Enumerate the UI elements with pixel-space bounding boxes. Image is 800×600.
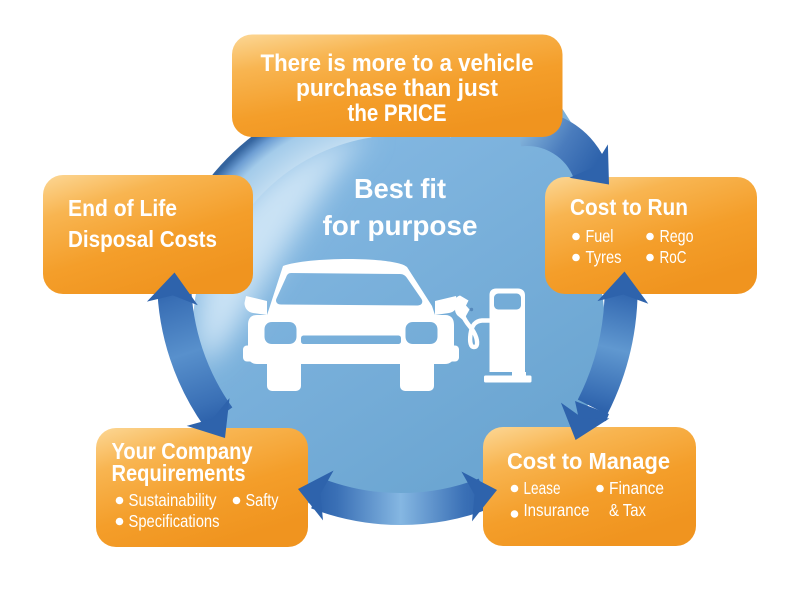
svg-text:Rego: Rego	[660, 226, 694, 246]
svg-text:Best fit: Best fit	[354, 173, 446, 204]
svg-text:the PRICE: the PRICE	[348, 100, 447, 127]
svg-text:for purpose: for purpose	[323, 210, 478, 241]
svg-text:& Tax: & Tax	[609, 500, 646, 520]
svg-text:Fuel: Fuel	[586, 226, 614, 246]
svg-text:Requirements: Requirements	[112, 460, 246, 486]
svg-text:Insurance: Insurance	[524, 500, 590, 520]
svg-text:Specifications: Specifications	[129, 511, 220, 531]
svg-text:Finance: Finance	[609, 478, 664, 498]
svg-text:Lease: Lease	[524, 478, 561, 498]
svg-text:End of Life: End of Life	[68, 195, 177, 221]
svg-text:Disposal Costs: Disposal Costs	[68, 226, 217, 252]
svg-text:Cost to Run: Cost to Run	[570, 194, 688, 220]
svg-text:Tyres: Tyres	[586, 247, 622, 267]
svg-text:RoC: RoC	[660, 247, 687, 267]
svg-text:purchase than just: purchase than just	[296, 75, 498, 102]
svg-text:Cost to Manage: Cost to Manage	[507, 448, 670, 474]
svg-text:Safty: Safty	[246, 490, 279, 510]
svg-text:Sustainability: Sustainability	[129, 490, 217, 510]
svg-text:Your Company: Your Company	[112, 438, 253, 464]
svg-text:There is more to a vehicle: There is more to a vehicle	[261, 50, 534, 77]
